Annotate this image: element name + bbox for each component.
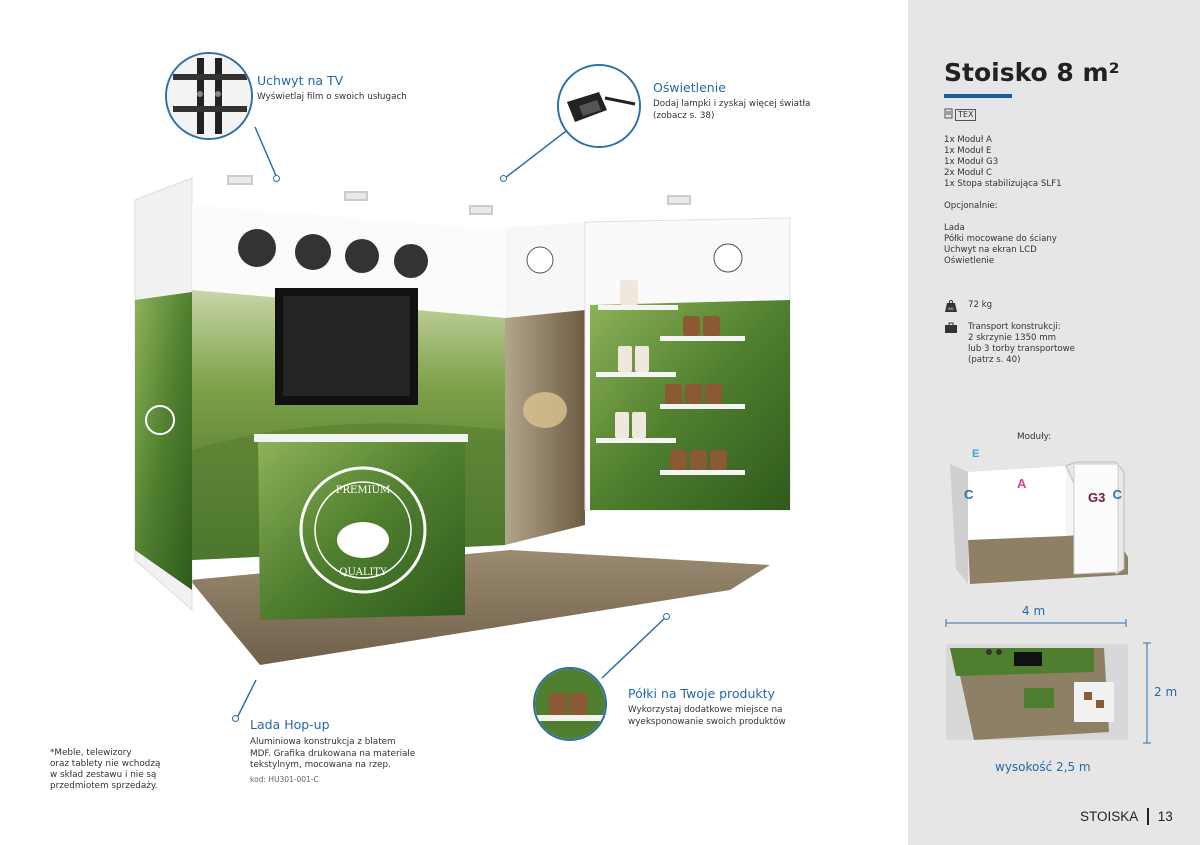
- briefcase-icon: [945, 322, 957, 333]
- light-callout-desc: Dodaj lampki i zyskaj więcej światła (zo…: [653, 99, 811, 121]
- depth-dimension-line: [1143, 642, 1151, 744]
- page-footer: STOISKA 13: [1080, 808, 1173, 825]
- module-c-left-label: C: [964, 487, 974, 502]
- weight-icon: KG: [945, 300, 957, 312]
- counter-callout-desc: Aluminiowa konstrukcja z blatem MDF. Gra…: [250, 737, 416, 770]
- page-title: Stoisko 8 m²: [944, 58, 1120, 87]
- module-e-label: E: [972, 448, 979, 460]
- tex-badge: TEX: [944, 108, 977, 122]
- depth-dimension: 2 m: [1154, 685, 1178, 699]
- module-c-right-label: C: [1113, 487, 1123, 502]
- booth-top-view: [946, 644, 1128, 740]
- module-a-label: A: [1017, 476, 1027, 491]
- tv-callout-dot: [273, 175, 280, 182]
- counter-badge-bottom: QUALITY: [339, 567, 387, 578]
- booth-render: PREMIUM QUALITY: [134, 175, 791, 665]
- light-callout-dot: [500, 175, 507, 182]
- modules-list: 1x Moduł A 1x Moduł E 1x Moduł G3 2x Mod…: [944, 135, 1062, 189]
- main-page-area: Uchwyt na TV Wyświetlaj film o swoich us…: [50, 52, 811, 791]
- product-code: kod: HU301-001-C: [250, 775, 319, 784]
- height-dimension: wysokość 2,5 m: [995, 760, 1091, 774]
- tex-icon: [944, 108, 953, 122]
- lamp-image: [557, 64, 641, 148]
- shelves-callout-title: Półki na Twoje produkty: [628, 686, 775, 701]
- shelves-callout-dot: [663, 613, 670, 620]
- footer-divider: [1147, 808, 1149, 825]
- weight-row: KG 72 kg: [944, 300, 992, 312]
- page-number: 13: [1157, 809, 1173, 824]
- tv-callout-title: Uchwyt na TV: [257, 73, 344, 88]
- light-callout-title: Oświetlenie: [653, 80, 726, 95]
- modules-diagram: E C A G3 C: [950, 448, 1128, 584]
- furniture-disclaimer: *Meble, telewizory oraz tablety nie wcho…: [50, 748, 161, 791]
- svg-text:KG: KG: [948, 307, 953, 311]
- counter-badge-top: PREMIUM: [336, 485, 390, 496]
- module-g3-label: G3: [1088, 490, 1105, 505]
- title-underline: [944, 94, 1012, 98]
- tv-callout-desc: Wyświetlaj film o swoich usługach: [257, 92, 407, 102]
- tv-mount-image: [165, 52, 253, 140]
- optional-list: Lada Półki mocowane do ściany Uchwyt na …: [944, 223, 1057, 266]
- counter-callout-title: Lada Hop-up: [250, 717, 330, 732]
- shelves-callout-desc: Wykorzystaj dodatkowe miejsce na wyekspo…: [628, 705, 786, 727]
- transport-row: Transport konstrukcji: 2 skrzynie 1350 m…: [944, 322, 1075, 366]
- section-name: STOISKA: [1080, 809, 1139, 824]
- width-dimension: 4 m: [1022, 604, 1046, 618]
- shelves-image: [533, 667, 607, 741]
- optional-label: Opcjonalnie:: [944, 201, 998, 211]
- width-dimension-line: [945, 619, 1127, 627]
- modules-label: Moduły:: [1017, 432, 1052, 442]
- spec-panel: Stoisko 8 m² TEX 1x Moduł A 1x Moduł E 1…: [908, 0, 1200, 845]
- callout-lines: [236, 126, 667, 719]
- counter-callout-dot: [232, 715, 239, 722]
